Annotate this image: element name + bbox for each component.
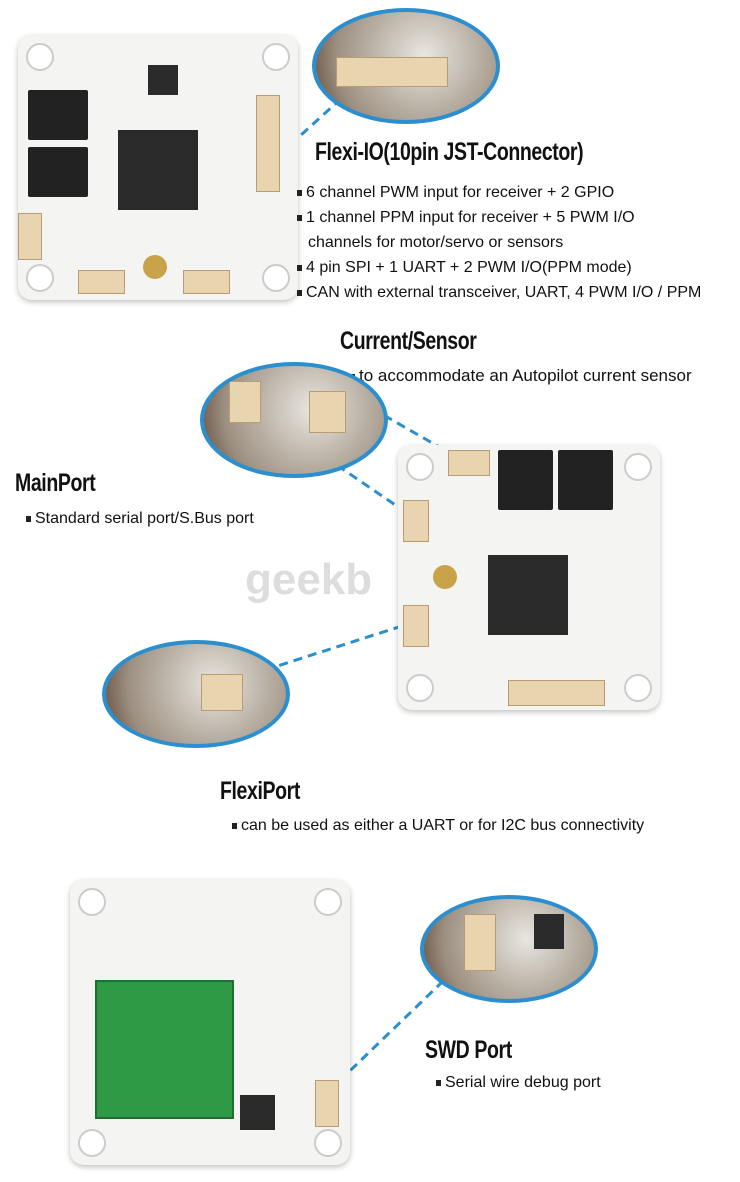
zoom-swd-port [420,895,598,1003]
swd-port-bullet: Serial wire debug port [436,1070,601,1095]
watermark: geekb [245,555,373,604]
current-sensor-bullet: to accommodate an Autopilot current sens… [350,363,692,388]
board-bottom-view [70,880,350,1165]
bullet: 1 channel PPM input for receiver + 5 PWM… [297,205,701,230]
flexiport-bullet: can be used as either a UART or for I2C … [232,813,644,838]
flexi-io-bullets: 6 channel PWM input for receiver + 2 GPI… [297,180,701,305]
radio-module [95,980,234,1119]
board-rotated-view [398,445,660,710]
board-top-view [18,35,298,300]
zoom-mainport-current [200,362,388,478]
flexiport-title: FlexiPort [220,777,300,805]
bullet: 6 channel PWM input for receiver + 2 GPI… [297,180,701,205]
swd-port-title: SWD Port [425,1036,512,1064]
mainport-bullet: Standard serial port/S.Bus port [26,506,254,531]
bullet: 4 pin SPI + 1 UART + 2 PWM I/O(PPM mode) [297,255,701,280]
zoom-flexi-io-connector [312,8,500,124]
bullet: CAN with external transceiver, UART, 4 P… [297,280,701,305]
mainport-title: MainPort [15,469,96,497]
current-sensor-title: Current/Sensor [340,327,477,355]
callout-line-flexiport [264,623,406,672]
flexi-io-title: Flexi-IO(10pin JST-Connector) [315,138,584,166]
zoom-flexiport [102,640,290,748]
bullet-continuation: channels for motor/servo or sensors [308,234,564,251]
